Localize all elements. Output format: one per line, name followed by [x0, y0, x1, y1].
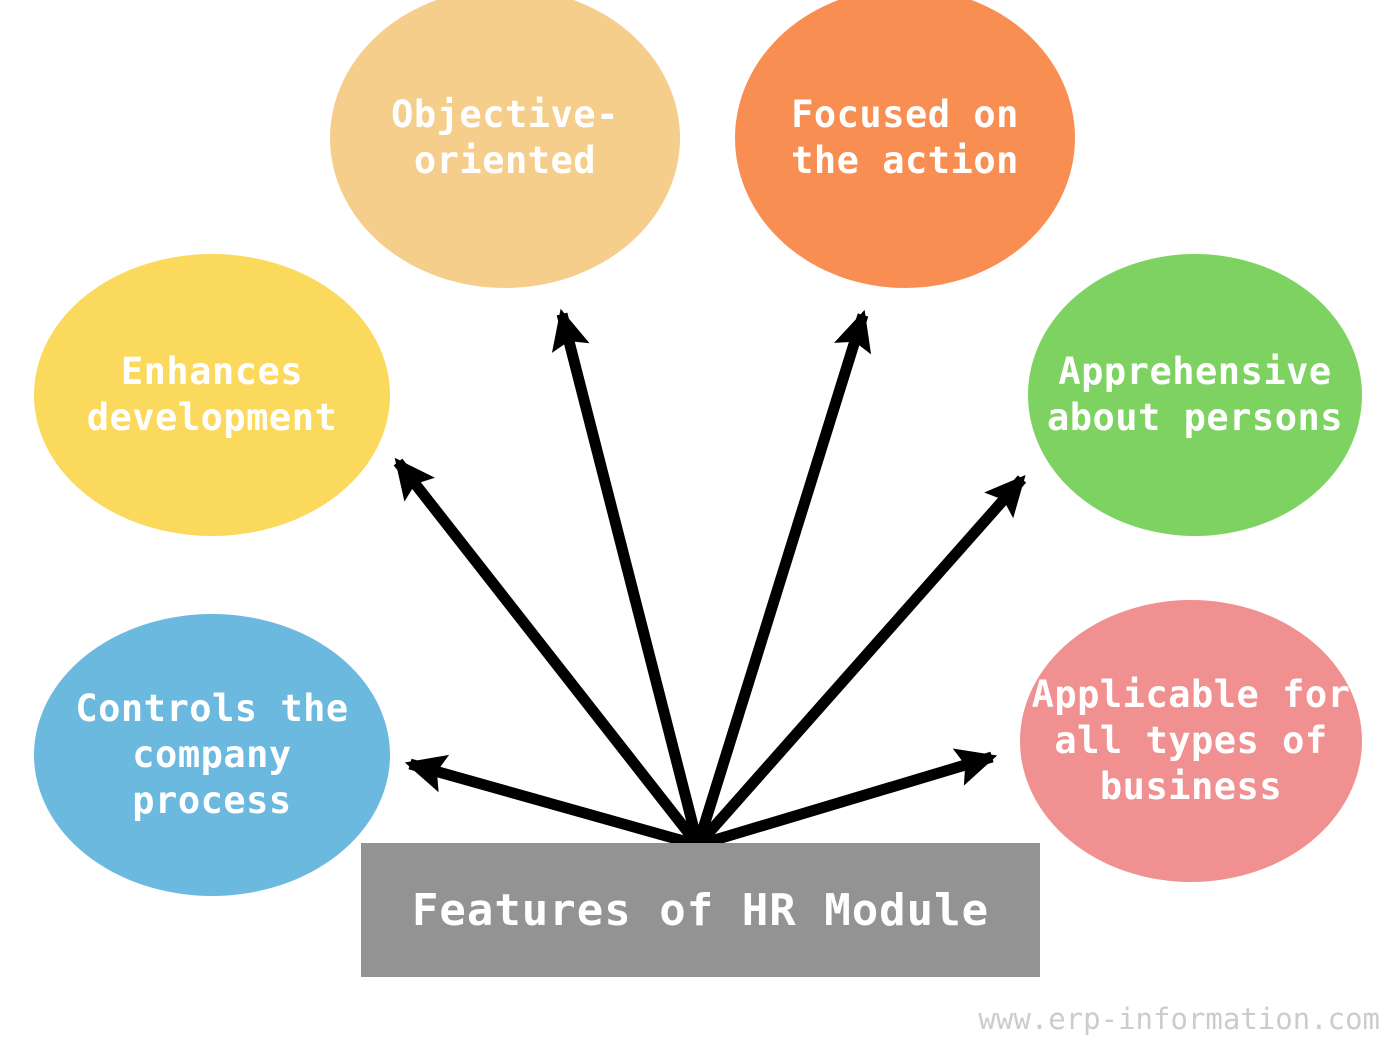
node-objective-oriented[interactable]: Objective- oriented [330, 0, 680, 288]
watermark-url: www.erp-information.com [978, 1002, 1380, 1036]
arrow-to-objective-oriented [551, 308, 704, 847]
node-enhances-development[interactable]: Enhances development [34, 254, 390, 536]
arrow-to-focused-on-the-action [692, 309, 872, 847]
node-applicable-for-all-types-of-business[interactable]: Applicable for all types of business [1020, 600, 1362, 882]
node-label-focused-on-the-action: Focused on the action [791, 92, 1019, 182]
node-label-controls-the-company-process: Controls the company process [75, 686, 349, 823]
center-box-label: Features of HR Module [411, 884, 990, 936]
node-focused-on-the-action[interactable]: Focused on the action [735, 0, 1075, 288]
arrow-to-enhances-development [393, 457, 703, 849]
arrow-to-applicable-for-all-types-of-business [696, 748, 998, 851]
center-box[interactable]: Features of HR Module [361, 843, 1040, 977]
node-label-objective-oriented: Objective- oriented [391, 92, 619, 182]
arrow-to-apprehensive-about-persons [693, 474, 1027, 849]
node-controls-the-company-process[interactable]: Controls the company process [34, 614, 390, 896]
node-apprehensive-about-persons[interactable]: Apprehensive about persons [1028, 254, 1362, 536]
node-label-apprehensive-about-persons: Apprehensive about persons [1046, 349, 1344, 439]
node-label-enhances-development: Enhances development [86, 349, 338, 439]
node-label-applicable-for-all-types-of-business: Applicable for all types of business [1031, 672, 1351, 809]
arrow-to-controls-the-company-process [404, 754, 700, 851]
